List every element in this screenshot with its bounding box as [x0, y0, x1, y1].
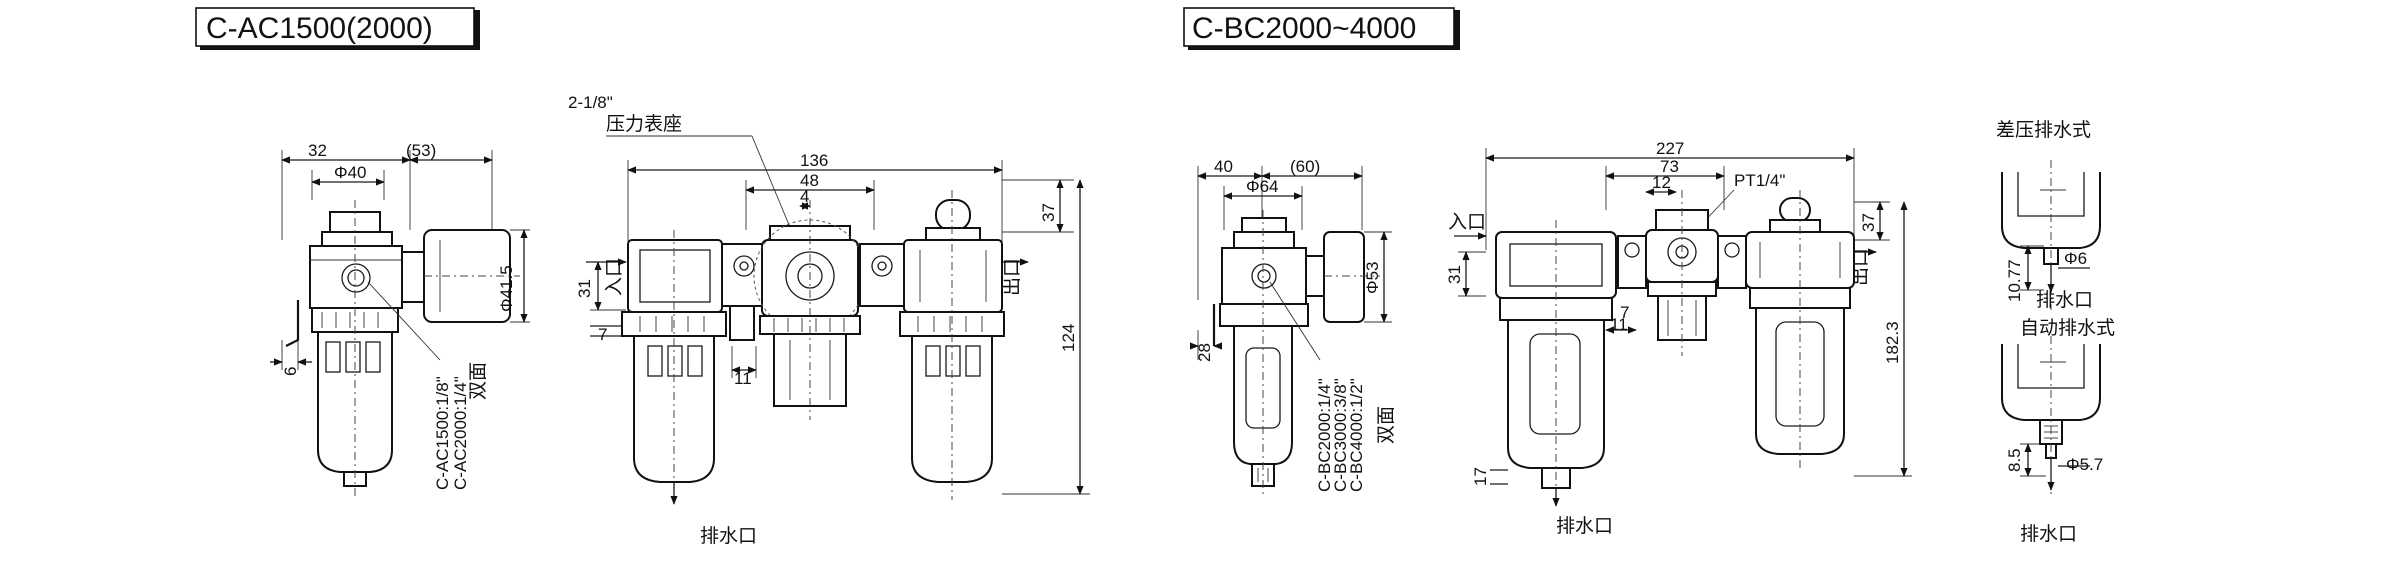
left-side-view: 2-1/8" 压力表座 136 48 4 37 124 31 7 入口: [568, 93, 1090, 547]
left-side-dim-seven: 7: [598, 325, 607, 344]
left-title-box: C-AC1500(2000): [195, 7, 480, 50]
right-front-side-label: 双面: [1375, 406, 1397, 444]
right-front-view: 40 (60) Φ64 Φ53 28 C-BC2000:1/4" C-BC300…: [1189, 157, 1397, 496]
right-front-port-label-1: C-BC2000:1/4": [1315, 378, 1334, 492]
auto-drain-label: 排水口: [2020, 523, 2077, 545]
left-side-dim-width: 136: [800, 151, 828, 170]
left-side-dim-top-h: 37: [1039, 203, 1058, 222]
right-front-dim-w-right: (60): [1290, 157, 1320, 176]
left-side-dim-height: 124: [1059, 324, 1078, 352]
auto-drain-dia: Φ5.7: [2066, 455, 2103, 474]
left-side-gauge-port: 2-1/8": [568, 93, 613, 112]
left-front-dim-gauge: Φ41.5: [497, 265, 516, 312]
left-side-dim-small: 4: [800, 187, 809, 206]
auto-drain-title: 自动排水式: [2020, 317, 2115, 339]
left-side-outlet: 出口: [1001, 258, 1023, 296]
diff-drain-title: 差压排水式: [1996, 119, 2091, 141]
drain-details: 差压排水式 10.77 Φ6 排水口 自动排水式 8.5 Φ5.7 排水口: [1996, 119, 2115, 545]
right-side-dim-bottom: 17: [1471, 467, 1490, 486]
right-side-dim-width: 227: [1656, 139, 1684, 158]
right-side-dim-mid: 73: [1660, 157, 1679, 176]
left-front-dim-w-left: 32: [308, 141, 327, 160]
left-front-dim-diameter: Φ40: [334, 163, 366, 182]
diff-drain-label: 排水口: [2036, 289, 2093, 311]
right-side-dim-height: 182.3: [1883, 321, 1902, 364]
diff-drain-h: 10.77: [2005, 259, 2024, 302]
right-side-dim-eleven: 11: [1610, 315, 1628, 334]
right-side-dim-seven: 7: [1620, 303, 1629, 322]
left-front-view: 32 (53) Φ40 Φ41.5: [270, 141, 530, 500]
left-side-dim-port-h: 31: [575, 279, 594, 298]
right-front-port-label-2: C-BC3000:3/8": [1331, 378, 1350, 492]
diff-drain-dia: Φ6: [2064, 249, 2087, 268]
right-side-gauge-port: PT1/4": [1734, 171, 1785, 190]
right-front-port-label-3: C-BC4000:1/2": [1347, 378, 1366, 492]
auto-drain-h: 8.5: [2005, 448, 2024, 472]
left-front-port-label-2: C-AC2000:1/4": [451, 376, 470, 490]
left-side-dim-mid: 48: [800, 171, 819, 190]
left-side-dim-eleven: 11: [734, 369, 752, 388]
right-side-dim-top-h: 37: [1859, 213, 1878, 232]
right-title-box: C-BC2000~4000: [1183, 7, 1460, 50]
left-side-gauge-port-label: 压力表座: [606, 113, 682, 135]
left-front-side-label: 双面: [467, 362, 489, 400]
right-front-dim-bottom: 28: [1195, 343, 1214, 362]
left-side-inlet: 入口: [603, 258, 625, 296]
left-side-drain: 排水口: [700, 525, 757, 547]
left-front-dim-w-right: (53): [406, 141, 436, 160]
right-side-dim-port-h: 31: [1445, 265, 1464, 284]
right-front-dim-w-left: 40: [1214, 157, 1233, 176]
right-side-drain: 排水口: [1556, 515, 1613, 537]
right-side-inlet: 入口: [1448, 211, 1486, 233]
right-front-dim-diameter: Φ64: [1246, 177, 1278, 196]
right-title: C-BC2000~4000: [1192, 12, 1416, 45]
right-side-dim-small: 12: [1652, 173, 1671, 192]
left-front-port-label-1: C-AC1500:1/8": [433, 376, 452, 490]
right-side-view: 227 73 12 PT1/4" 37 182.3 31 入口 出口 17: [1445, 139, 1912, 537]
right-front-dim-gauge: Φ53: [1363, 262, 1382, 294]
left-title: C-AC1500(2000): [206, 12, 433, 45]
left-front-dim-bottom: 6: [281, 367, 300, 376]
